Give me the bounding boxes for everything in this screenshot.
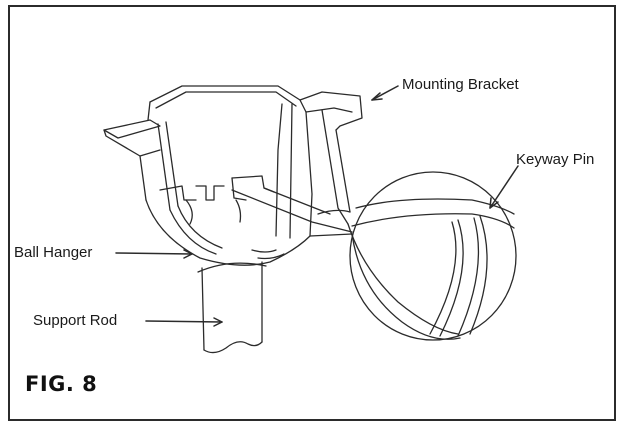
support-rod-arrow	[145, 320, 223, 323]
mounting-bracket-shape	[103, 85, 363, 239]
figure-caption: FIG. 8	[25, 372, 98, 396]
ball-hanger-label: Ball Hanger	[14, 244, 93, 261]
support-rod-label: Support Rod	[33, 312, 118, 329]
leader-arrows	[115, 85, 519, 327]
support-rod-shape	[197, 261, 267, 354]
keyway-pin-arrow	[489, 165, 519, 209]
keyway-pin-label: Keyway Pin	[516, 151, 595, 168]
mounting-bracket-arrow	[371, 85, 399, 101]
ball-hanger-shape	[145, 175, 311, 266]
ball-hanger-arrow	[115, 252, 193, 255]
keyway-ball-shape	[231, 171, 517, 341]
mounting-bracket-label: Mounting Bracket	[402, 76, 519, 93]
figure-frame	[8, 5, 616, 421]
